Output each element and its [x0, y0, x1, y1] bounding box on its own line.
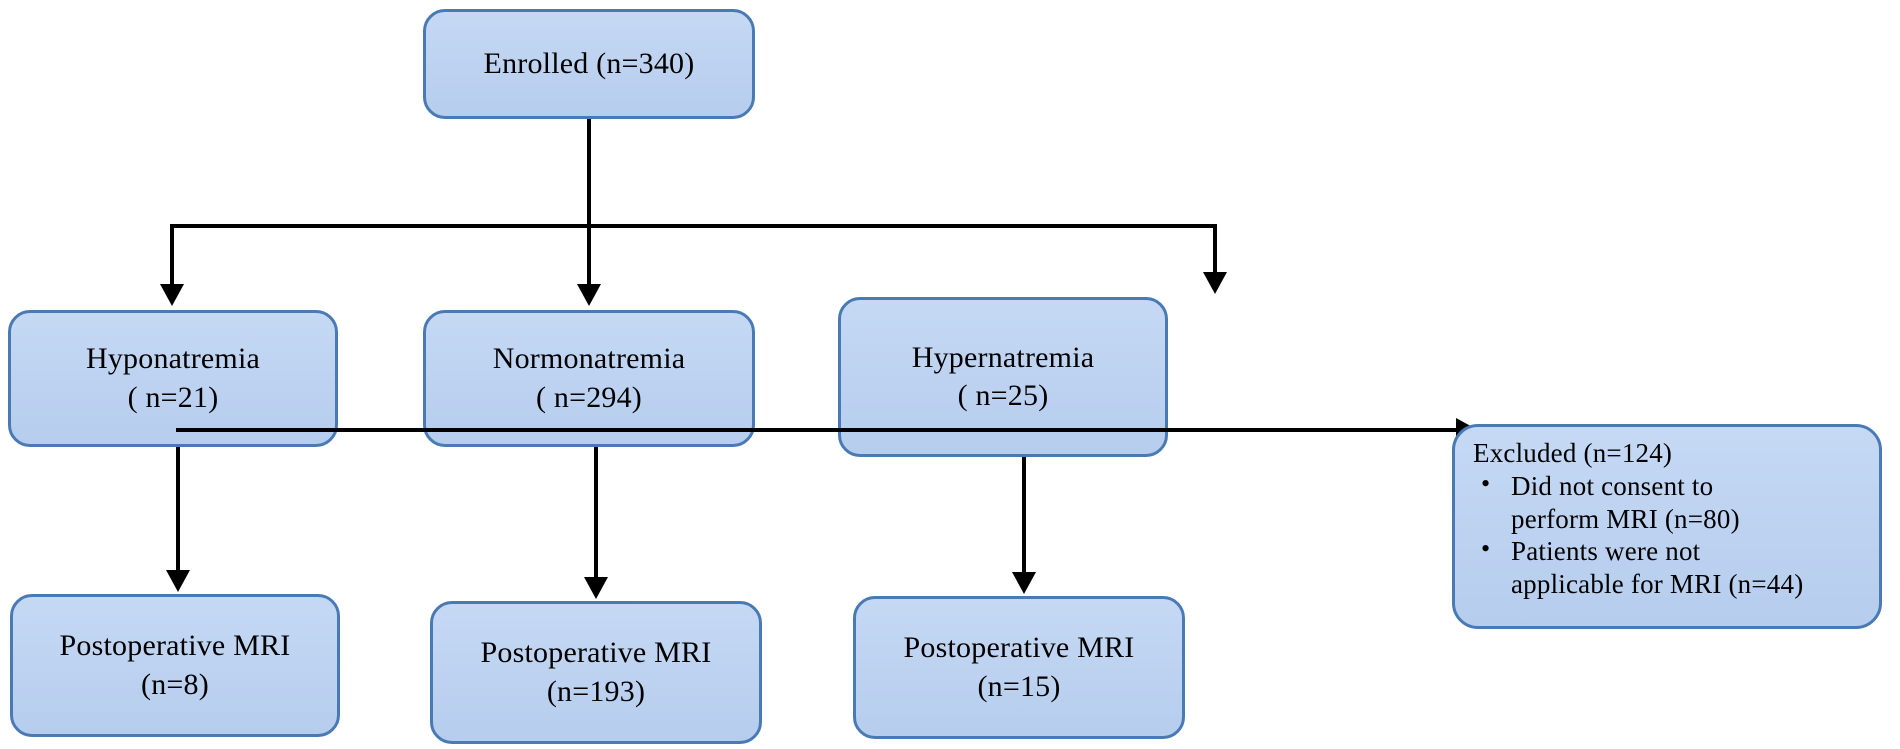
- node-normonatremia-label: Normonatremia: [492, 342, 686, 376]
- excluded-reason-1-line-1: Did not consent to: [1511, 471, 1714, 502]
- edge-normonatremia-to-mri: [594, 447, 598, 579]
- arrowhead-to-mri-normo-icon: [584, 577, 608, 599]
- excluded-reason-2-line-1: Patients were not: [1511, 536, 1701, 567]
- excluded-reason-1-line-2: perform MRI (n=80): [1511, 503, 1740, 534]
- node-normonatremia[interactable]: Normonatremia ( n=294): [423, 310, 755, 447]
- node-hyponatremia-count: ( n=21): [127, 380, 219, 414]
- arrowhead-to-hypernatremia-icon: [1203, 272, 1227, 294]
- node-mri-normonatremia-label: Postoperative MRI: [480, 636, 712, 670]
- edge-split-to-normonatremia: [587, 224, 591, 286]
- node-excluded-reason-list: • Did not consent to perform MRI (n=80) …: [1471, 469, 1865, 600]
- node-excluded[interactable]: Excluded (n=124) • Did not consent to pe…: [1452, 424, 1882, 629]
- edge-split-bus: [170, 224, 1217, 228]
- node-mri-hyponatremia[interactable]: Postoperative MRI (n=8): [10, 594, 340, 737]
- edge-split-to-hyponatremia: [170, 224, 174, 286]
- edge-split-to-hypernatremia: [1213, 224, 1217, 274]
- edge-exclusion-bus: [176, 428, 1461, 432]
- list-item: • Did not consent to perform MRI (n=80): [1471, 469, 1865, 535]
- node-mri-normonatremia[interactable]: Postoperative MRI (n=193): [430, 601, 762, 744]
- node-mri-hyponatremia-count: (n=8): [141, 667, 209, 701]
- edge-enrolled-stem: [587, 119, 591, 227]
- node-mri-hypernatremia[interactable]: Postoperative MRI (n=15): [853, 596, 1185, 739]
- node-hypernatremia-count: ( n=25): [957, 379, 1049, 412]
- node-mri-hypernatremia-label: Postoperative MRI: [903, 631, 1135, 665]
- node-hyponatremia-label: Hyponatremia: [85, 342, 260, 376]
- node-hypernatremia[interactable]: Hypernatremia ( n=25): [838, 297, 1168, 457]
- edge-hypernatremia-to-mri: [1022, 457, 1026, 582]
- arrowhead-to-mri-hyper-icon: [1012, 572, 1036, 594]
- node-mri-normonatremia-count: (n=193): [546, 674, 646, 708]
- bullet-icon: •: [1481, 469, 1491, 499]
- node-enrolled-label: Enrolled (n=340): [483, 46, 695, 80]
- edge-hyponatremia-to-mri: [176, 447, 180, 572]
- excluded-reason-2-line-2: applicable for MRI (n=44): [1511, 568, 1804, 599]
- arrowhead-to-normonatremia-icon: [577, 284, 601, 306]
- node-mri-hypernatremia-count: (n=15): [977, 669, 1061, 703]
- arrowhead-to-hyponatremia-icon: [160, 284, 184, 306]
- arrowhead-to-mri-hypo-icon: [166, 570, 190, 592]
- node-excluded-title: Excluded (n=124): [1473, 438, 1673, 468]
- bullet-icon: •: [1481, 534, 1491, 564]
- node-hypernatremia-label: Hypernatremia: [911, 340, 1095, 374]
- node-hyponatremia[interactable]: Hyponatremia ( n=21): [8, 310, 338, 447]
- node-mri-hyponatremia-label: Postoperative MRI: [59, 629, 291, 663]
- list-item: • Patients were not applicable for MRI (…: [1471, 534, 1865, 600]
- node-enrolled[interactable]: Enrolled (n=340): [423, 9, 755, 119]
- node-normonatremia-count: ( n=294): [536, 380, 642, 414]
